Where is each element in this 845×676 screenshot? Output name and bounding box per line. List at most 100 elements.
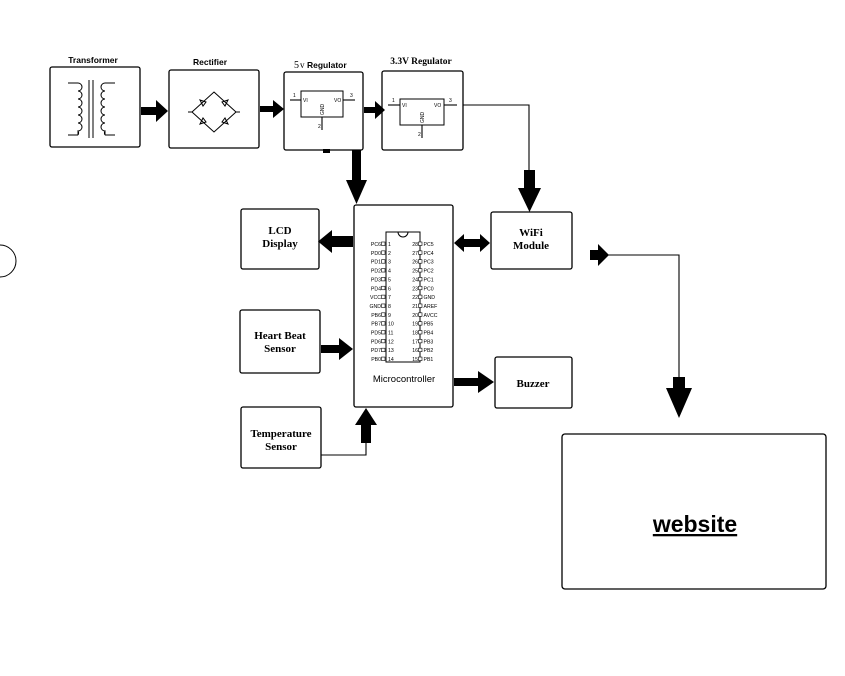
- reg33-pin2: 2: [418, 132, 421, 138]
- ic-pin-left-number: 4: [388, 269, 391, 275]
- ic-pin-right-number: 27: [412, 251, 418, 257]
- ic-pin-right-number: 28: [412, 242, 418, 248]
- ic-pin-left-pad: [381, 312, 386, 317]
- regulator-5v-unit: v: [300, 60, 305, 70]
- ic-pin-right-number: 18: [412, 331, 418, 337]
- arrow-wifi-out: [590, 244, 609, 266]
- ic-pin-left-pad: [381, 321, 386, 326]
- rectifier-label: Rectifier: [193, 57, 228, 67]
- ic-pin-left-number: 3: [388, 260, 391, 266]
- heart-beat-sensor-block: Heart Beat Sensor: [239, 309, 321, 374]
- ic-pin-left-pad: [381, 250, 386, 255]
- ic-pin-left-name: PD7: [371, 348, 381, 354]
- ic-pin-right-name: PB2: [424, 348, 434, 354]
- ic-pin-right-pad: [418, 277, 423, 282]
- ic-pin-left-number: 7: [388, 295, 391, 301]
- reg33-gnd-pin: GND: [420, 112, 426, 124]
- ic-pin-left-number: 11: [388, 331, 393, 337]
- transformer-symbol-icon: [68, 80, 115, 138]
- ic-pin-left-name: PD5: [371, 331, 381, 337]
- ic-pin-right-pad: [418, 268, 423, 273]
- ic-pin-right-name: PC0: [424, 286, 434, 292]
- transformer-block: Transformer: [49, 55, 141, 148]
- ic-pin-right-pad: [418, 356, 423, 361]
- reg5-vo-pin: VO: [334, 98, 341, 104]
- wifi-module-block: WiFi Module: [490, 211, 573, 270]
- ic-pin-right-name: PB1: [424, 357, 434, 363]
- ic-pin-right-name: PC3: [424, 260, 434, 266]
- arrow-rectifier-regulator5: [260, 100, 284, 118]
- arrow-temperature-microcontroller: [355, 408, 377, 443]
- ic-pin-left-name: PD0: [371, 251, 381, 257]
- ic-pin-right-pad: [418, 259, 423, 264]
- ic-pin-right-name: AREF: [424, 304, 438, 310]
- reg5-pin2: 2: [318, 124, 321, 130]
- ic-pin-left-number: 13: [388, 348, 394, 354]
- lcd-label-line2: Display: [262, 238, 298, 250]
- ic-pin-right-pad: [418, 294, 423, 299]
- ic-pin-left-name: PB0: [371, 357, 381, 363]
- ic-pin-right-number: 26: [412, 260, 418, 266]
- ic-pin-left-name: VCC: [370, 295, 381, 301]
- ic-pin-right-pad: [418, 330, 423, 335]
- lcd-label-line1: LCD: [268, 225, 291, 237]
- ic-pin-left-name: PD6: [371, 339, 381, 345]
- regulator-3v3-block: 3.3V Regulator VI VO 1 3 2 GND: [381, 57, 464, 151]
- regulator-5v-number: 5: [294, 60, 299, 71]
- transformer-label: Transformer: [68, 55, 118, 65]
- ic-pin-right-number: 19: [412, 322, 418, 328]
- ic-pin-left-pad: [381, 294, 386, 299]
- regulator-3v3-label: 3.3V Regulator: [390, 57, 452, 67]
- ic-pin-right-number: 22: [412, 295, 418, 301]
- lcd-display-block: LCD Display: [240, 208, 320, 270]
- connection-wires: [321, 104, 680, 456]
- ic-pin-left-pad: [381, 241, 386, 246]
- ic-pin-right-pad: [418, 321, 423, 326]
- ic-pin-left-name: GND: [369, 304, 381, 310]
- temperature-sensor-block: Temperature Sensor: [240, 406, 322, 469]
- ic-pin-right-name: PB5: [424, 322, 434, 328]
- ic-pin-right-pad: [418, 285, 423, 291]
- ic-pin-left-name: PD4: [371, 286, 381, 292]
- website-label: website: [652, 511, 737, 537]
- ic-pin-right-name: AVCC: [424, 313, 438, 319]
- reg5-pin3: 3: [350, 93, 353, 99]
- ic-pin-left-name: PB7: [371, 322, 381, 328]
- ic-pin-left-pad: [381, 356, 386, 361]
- ic-pin-left-name: PD3: [371, 277, 381, 283]
- ic-pin-left-pad: [381, 339, 386, 344]
- heart-beat-label-line1: Heart Beat: [254, 330, 306, 342]
- ic-pin-left-pad: [381, 259, 386, 264]
- reg5-gnd-pin: GND: [320, 104, 326, 116]
- wifi-label-line1: WiFi: [519, 227, 543, 239]
- ic-pin-right-name: PC5: [424, 242, 434, 248]
- diode-bridge-icon: [188, 91, 240, 133]
- ic-pin-left-number: 12: [388, 339, 394, 345]
- buzzer-block: Buzzer: [494, 356, 573, 409]
- ic-pin-right-number: 16: [412, 348, 418, 354]
- ic-pin-right-number: 23: [412, 286, 418, 292]
- ic-pin-right-number: 17: [412, 339, 418, 345]
- arrow-microcontroller-lcd: [318, 230, 353, 253]
- ic-pin-left-number: 8: [388, 304, 391, 310]
- buzzer-label: Buzzer: [517, 378, 550, 390]
- edge-circle-fragment: [0, 244, 17, 278]
- ic-pin-right-pad: [418, 339, 423, 344]
- arrow-heartbeat-microcontroller: [321, 338, 353, 360]
- arrow-microcontroller-buzzer: [454, 371, 494, 393]
- ic-pin-right-number: 25: [412, 269, 418, 275]
- ic-pin-left-number: 1: [388, 242, 391, 248]
- arrow-microcontroller-wifi-bidirectional: [454, 234, 490, 252]
- ic-pin-left-name: PD1: [371, 260, 381, 266]
- ic-pin-left-number: 10: [388, 322, 394, 328]
- ic-pin-left-pad: [381, 330, 386, 335]
- regulator-5v-block: 5 v Regulator VI VO 1 3 2 GND: [283, 60, 364, 153]
- reg33-pin3: 3: [449, 98, 452, 104]
- ic-pin-right-name: PB3: [424, 339, 434, 345]
- ic-pin-left-number: 6: [388, 286, 391, 292]
- ic-pin-left-number: 2: [388, 251, 391, 257]
- ic-pin-left-name: PD2: [371, 269, 381, 275]
- ic-pin-left-pad: [381, 303, 386, 308]
